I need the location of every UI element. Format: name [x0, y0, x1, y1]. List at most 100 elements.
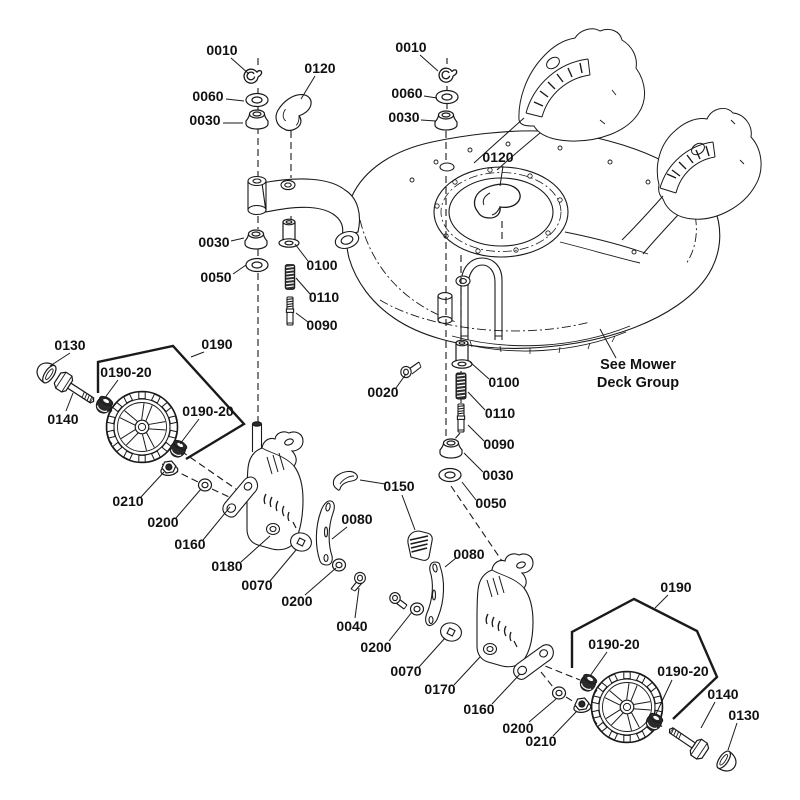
part-label-0130-left: 0130 [54, 337, 85, 353]
leader-0160-right [491, 673, 521, 705]
part-label-0010-right: 0010 [395, 39, 426, 55]
part-label-0020: 0020 [367, 384, 398, 400]
bolt-0090-right [456, 403, 466, 433]
leader-0090-right [467, 424, 485, 442]
part-label-0150: 0150 [383, 478, 414, 494]
leader-0050-right [461, 481, 477, 501]
bolt-0140-right [663, 720, 712, 762]
deck-holes [409, 141, 675, 255]
bolt-0090-left [285, 296, 295, 326]
part-label-0200-left: 0200 [147, 514, 178, 530]
part-label-0010-left: 0010 [206, 42, 237, 58]
bolt-0040-mid-right [389, 592, 408, 610]
spring-0110-left [284, 264, 296, 290]
nut-0030-right-top [434, 110, 458, 131]
part-label-0190-right: 0190 [660, 579, 691, 595]
spring-0110-right [455, 372, 467, 400]
leader-0200-right [528, 698, 557, 723]
leader-0190-20-right-outer [655, 679, 673, 715]
part-label-0040: 0040 [336, 618, 367, 634]
leader-0100-right [469, 361, 490, 380]
part-label-0210-right: 0210 [525, 733, 556, 749]
leader-0110-left [295, 277, 311, 295]
part-label-0030-left-mid: 0030 [198, 234, 229, 250]
leader-0200-mid-left [304, 567, 337, 596]
leader-0080-right [444, 557, 457, 568]
leader-0190-right [654, 594, 669, 609]
part-label-0210-left: 0210 [112, 493, 143, 509]
bolt-0140-left [51, 369, 100, 411]
part-label-0070-right: 0070 [390, 663, 421, 679]
bracket-0180 [246, 421, 304, 551]
leader-0210-left [140, 471, 165, 498]
part-label-0190-20-left-outer: 0190-20 [100, 364, 152, 380]
wing-bracket-right [621, 107, 762, 255]
part-label-0070-left: 0070 [241, 577, 272, 593]
right-wheel [590, 670, 664, 744]
washer-0200-right [551, 686, 567, 700]
leader-0190-20-left-inner [179, 418, 200, 445]
part-label-0060-right: 0060 [391, 85, 422, 101]
grip-0150 [407, 530, 433, 561]
retaining-clip-0010-right [437, 66, 459, 84]
part-label-0090-left: 0090 [306, 317, 337, 333]
part-label-0160-left: 0160 [174, 536, 205, 552]
arm-hole [280, 179, 296, 191]
leader-0010-left [230, 57, 250, 75]
wing-upper-hole [546, 56, 560, 70]
leader-0190-20-left-outer [103, 379, 119, 400]
nut-0210-right [572, 696, 593, 715]
leader-0010-right [419, 54, 439, 72]
part-label-0110-right: 0110 [485, 405, 516, 421]
leader-0040 [354, 587, 360, 619]
leader-0050-left [232, 264, 247, 275]
part-label-0090-right: 0090 [483, 436, 514, 452]
bolt-0020 [400, 361, 422, 379]
wing-right-hole [691, 142, 705, 156]
leader-0160-left [202, 506, 231, 541]
note-see-mower-deck-group-line1: See Mower [600, 357, 676, 373]
knob-0120-left [269, 89, 320, 136]
nut-0030-left-top [245, 109, 269, 130]
bracket-0170 [476, 553, 534, 668]
part-label-0190-20-right-inner: 0190-20 [588, 636, 640, 652]
group-0190-right-outline [570, 597, 719, 720]
washer-0050-right [438, 467, 462, 483]
arm-clamp [334, 230, 360, 250]
part-label-0110-left: 0110 [309, 289, 340, 305]
deck-center-ring [433, 166, 649, 264]
leader-0200-mid-right [388, 611, 413, 642]
part-label-0140-right: 0140 [707, 686, 738, 702]
leader-0150-0 [359, 479, 386, 485]
bracket-0170-hook-hole [516, 561, 526, 569]
leader-0100-left [294, 243, 309, 262]
washer-0060-left [245, 92, 269, 108]
disc-0070-right [440, 622, 462, 642]
retaining-clip-0010-left [242, 66, 264, 85]
part-label-0140-left: 0140 [47, 411, 78, 427]
leader-0190-20-right-inner [589, 651, 608, 677]
part-label-0170: 0170 [424, 681, 455, 697]
part-label-0030-right-mid: 0030 [482, 467, 513, 483]
link-0160-right [513, 644, 554, 680]
leader-0070-right [418, 637, 446, 668]
link-0160-left [222, 476, 259, 518]
bracket-0180-hole [265, 522, 281, 536]
leader-0150-1 [401, 494, 416, 531]
washer-0200-mid-right [409, 602, 425, 616]
part-label-0190-left: 0190 [201, 336, 232, 352]
part-label-0050-right: 0050 [475, 495, 506, 511]
nut-0030-right-mid [439, 438, 463, 459]
leader-0190-left [190, 351, 205, 358]
leader-0090-left [295, 312, 309, 323]
part-label-0050-left: 0050 [200, 269, 231, 285]
cap-0130-right [713, 748, 741, 776]
clip-0150 [332, 470, 358, 491]
part-label-0100-left: 0100 [306, 257, 337, 273]
arm-post [247, 175, 267, 216]
leader-0030-left-mid [230, 237, 245, 242]
leader-0200-left [175, 488, 202, 519]
lever-0080-right [425, 561, 445, 627]
